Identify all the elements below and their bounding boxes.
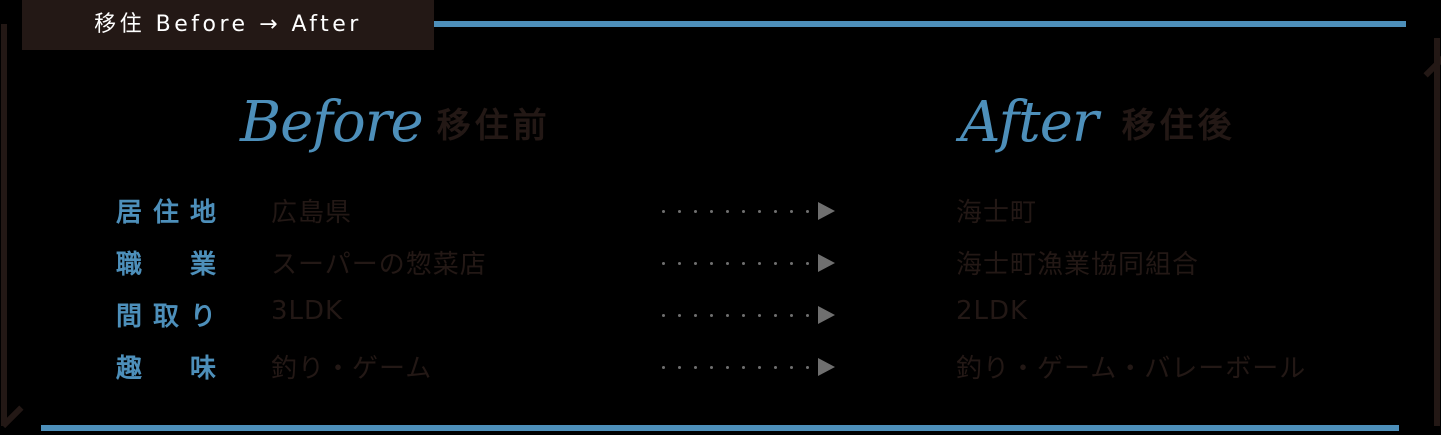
- after-heading: After 移住後: [960, 82, 1236, 162]
- before-heading: Before 移住前: [240, 82, 551, 162]
- after-value: 海士町: [956, 198, 1038, 228]
- before-value: スーパーの惣菜店: [271, 250, 487, 280]
- after-title: 移住後: [1121, 105, 1236, 146]
- arrow-icon: [662, 202, 844, 220]
- row-label: 居住地: [116, 198, 216, 228]
- after-value: 海士町漁業協同組合: [956, 250, 1200, 280]
- right-border-line: [1434, 38, 1440, 426]
- left-border-line: [1, 24, 7, 426]
- before-script-title: Before: [240, 89, 424, 155]
- row-residence: 居住地 広島県 海士町: [116, 190, 1356, 230]
- row-label: 職業: [116, 250, 216, 280]
- arrow-icon: [662, 254, 844, 272]
- section-tag: 移住 Before → After: [22, 0, 434, 50]
- bottom-border-line: [41, 425, 1399, 431]
- before-value: 3LDK: [271, 296, 344, 326]
- top-border-line: [434, 21, 1406, 27]
- arrow-icon: [662, 306, 844, 324]
- after-value: 釣り・ゲーム・バレーボール: [956, 354, 1307, 384]
- row-label: 間取り: [116, 302, 216, 332]
- before-title: 移住前: [436, 105, 551, 146]
- row-occupation: 職業 スーパーの惣菜店 海士町漁業協同組合: [116, 242, 1356, 282]
- before-value: 広島県: [271, 198, 353, 228]
- row-hobby: 趣味 釣り・ゲーム 釣り・ゲーム・バレーボール: [116, 346, 1356, 386]
- row-label: 趣味: [116, 354, 216, 384]
- row-floor-plan: 間取り 3LDK 2LDK: [116, 294, 1356, 334]
- after-value: 2LDK: [956, 296, 1029, 326]
- after-script-title: After: [960, 89, 1099, 155]
- before-value: 釣り・ゲーム: [271, 354, 433, 384]
- arrow-icon: [662, 358, 844, 376]
